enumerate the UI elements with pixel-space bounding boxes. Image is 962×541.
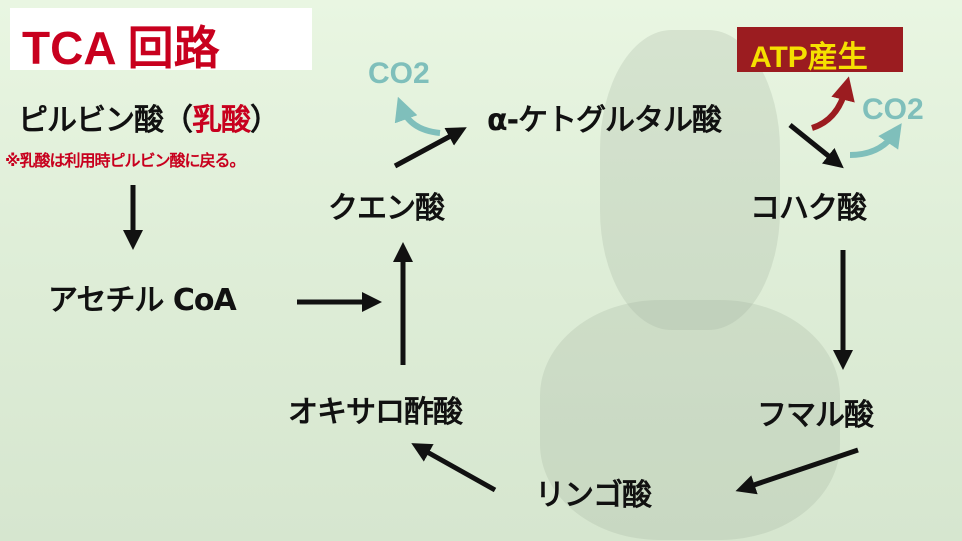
co2-release-arrow bbox=[849, 123, 902, 158]
node-citrate: クエン酸 bbox=[328, 191, 445, 226]
atp-badge-label: ATP産生 bbox=[750, 41, 868, 74]
co2-label: CO2 bbox=[368, 57, 430, 90]
lactate-note: ※乳酸は利用時ピルビン酸に戻る。 bbox=[5, 151, 246, 170]
arrow-malate-to-oxaloacetate bbox=[411, 443, 497, 493]
background-figure bbox=[600, 30, 780, 330]
arrow-akg-to-succinate bbox=[788, 123, 844, 169]
node-malate: リンゴ酸 bbox=[535, 478, 652, 513]
arrow-fumarate-to-malate bbox=[735, 447, 859, 495]
paren: ） bbox=[250, 103, 280, 138]
node-fumarate: フマル酸 bbox=[757, 398, 874, 433]
pyruvate-label: ピルビン酸（ bbox=[18, 103, 193, 138]
page-title: TCA 回路 bbox=[22, 22, 220, 74]
atp-production-arrow bbox=[810, 76, 855, 131]
arrow-citrate-to-akg bbox=[393, 127, 467, 169]
co2-release-arrow bbox=[394, 96, 441, 136]
lactate-label: 乳酸 bbox=[192, 103, 251, 138]
node-oxaloacetate: オキサロ酢酸 bbox=[288, 395, 463, 430]
title-box: TCA 回路 bbox=[10, 8, 312, 74]
node-succinate: コハク酸 bbox=[750, 191, 867, 226]
node-acetyl-coa: アセチル CoA bbox=[48, 283, 237, 318]
node-alpha-ketoglutarate: α-ケトグルタル酸 bbox=[487, 103, 722, 138]
background-figure bbox=[540, 300, 840, 540]
node-pyruvate: ピルビン酸（乳酸） bbox=[18, 95, 280, 139]
atp-badge: ATP産生 bbox=[737, 27, 903, 74]
co2-label: CO2 bbox=[862, 93, 924, 126]
